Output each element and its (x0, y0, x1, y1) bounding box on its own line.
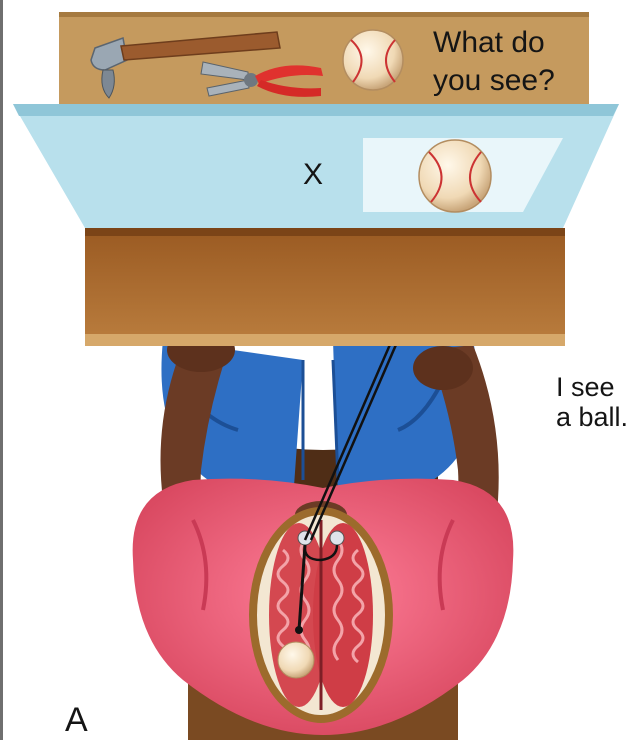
panel-label: A (65, 703, 88, 737)
response-text-line-1: I see (556, 374, 615, 401)
fixation-mark: X (303, 160, 323, 190)
baseball-on-screen (419, 140, 491, 212)
question-text-line-1: What do (433, 28, 545, 58)
brain-icon (249, 507, 393, 723)
question-text-line-2: you see? (433, 66, 555, 96)
table (85, 228, 565, 346)
response-text-line-2: a ball. (556, 404, 628, 431)
baseball-icon (343, 30, 403, 90)
